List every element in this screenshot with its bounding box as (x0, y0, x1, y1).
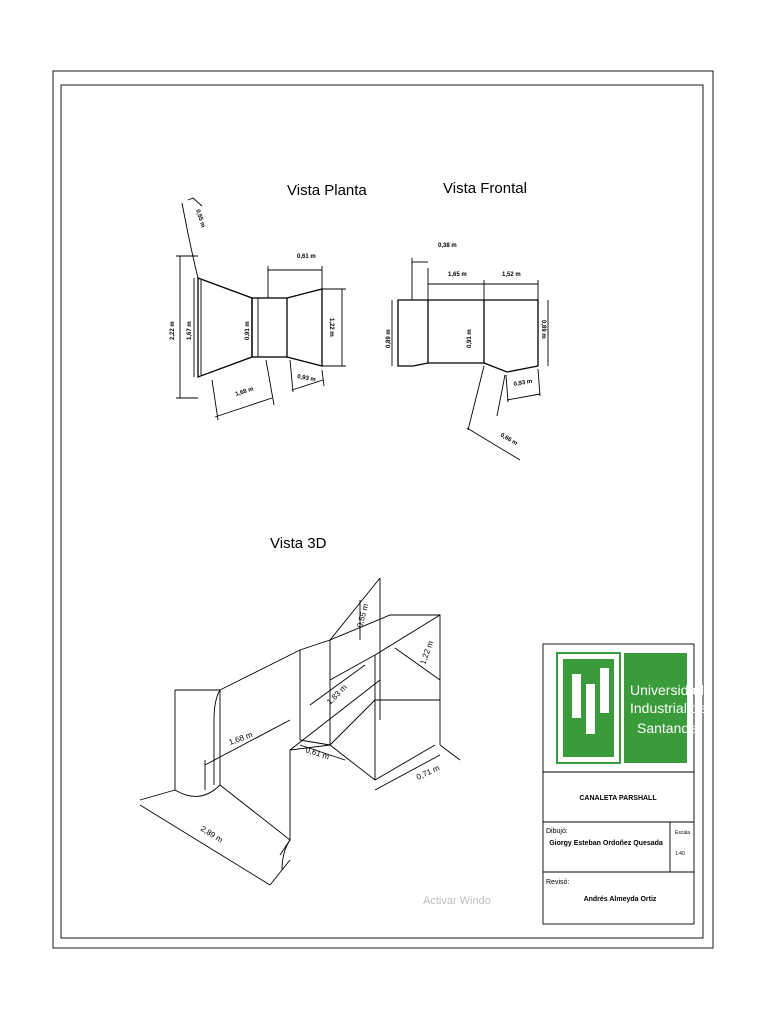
iso-back-wall-top (219, 577, 381, 691)
plan-dim-061: 0,61 m (297, 254, 316, 260)
plan-dim-168: 1,68 m (235, 386, 255, 397)
drawn-by: Giorgy Esteban Ordoñez Quesada (549, 840, 663, 847)
logo-line-3: Santander (637, 720, 702, 736)
iso-dim-061: 0,61 m (304, 745, 330, 761)
iso-view: Vista 3D 1,68 m 2,89 m 0,55 (139, 535, 461, 886)
iso-exit-wall (329, 614, 441, 745)
front-dim-091: 0,91 m (467, 329, 473, 348)
front-throat-block (428, 299, 485, 364)
front-dim-038: 0,38 m (438, 243, 457, 249)
plan-throat (251, 297, 288, 358)
front-view-title: Vista Frontal (443, 180, 527, 197)
scale-value: 1:40 (675, 851, 685, 857)
front-view: Vista Frontal 0,38 m 1,65 m 1,52 m 0,89 … (386, 180, 549, 461)
front-dim-066: 0,66 m (499, 433, 518, 448)
logo-line-2: Industrial de (630, 700, 706, 716)
front-dim-089b: 0,89 m (540, 320, 546, 339)
activation-watermark: Activar Windo (423, 895, 491, 907)
front-dim-089a: 0,89 m (386, 329, 392, 348)
iso-dim-122: 1,22 m (418, 639, 435, 665)
outer-border (52, 70, 714, 949)
iso-view-title: Vista 3D (270, 535, 327, 552)
reviewed-label: Revisó: (546, 879, 569, 886)
iso-dim-168: 1,68 m (228, 730, 254, 747)
front-exit-block (483, 299, 539, 373)
plan-dim-167: 1,67 m (187, 321, 193, 340)
scale-label: Escala (675, 830, 690, 836)
front-entrance-block (397, 299, 429, 367)
plan-view: Vista Planta 0,55 m 2,22 m 1,67 m 0,91 m… (170, 182, 367, 421)
reviewed-by: Andrés Almeyda Ortiz (584, 896, 657, 903)
front-dim-152: 1,52 m (502, 272, 521, 278)
plan-diverging-section (286, 288, 323, 367)
plan-view-title: Vista Planta (287, 182, 367, 199)
plan-dim-222: 2,22 m (170, 321, 176, 340)
drawn-label: Dibujó: (546, 828, 568, 835)
plan-dim-091: 0,91 m (245, 321, 251, 340)
plan-dim-122: 1,22 m (328, 318, 334, 337)
plan-converging-section (197, 277, 253, 378)
inner-border (60, 84, 704, 939)
iso-floor-edge (219, 744, 436, 841)
front-dim-165: 1,65 m (448, 272, 467, 278)
plan-entrance-wall (181, 202, 199, 279)
logo-line-1: Universidad (630, 682, 704, 698)
plan-dim-093: 0,93 m (297, 374, 316, 383)
uis-logo: Universidad Industrial de Santander (556, 652, 706, 764)
iso-entrance-front (175, 689, 221, 785)
front-dim-093: 0,93 m (513, 379, 532, 388)
plan-dim-055: 0,55 m (194, 209, 205, 229)
title-block: Universidad Industrial de Santander CANA… (542, 643, 706, 925)
iso-dim-183: 1,83 m (325, 683, 349, 707)
iso-dim-289: 2,89 m (199, 824, 225, 845)
project-title: CANALETA PARSHALL (579, 795, 657, 802)
